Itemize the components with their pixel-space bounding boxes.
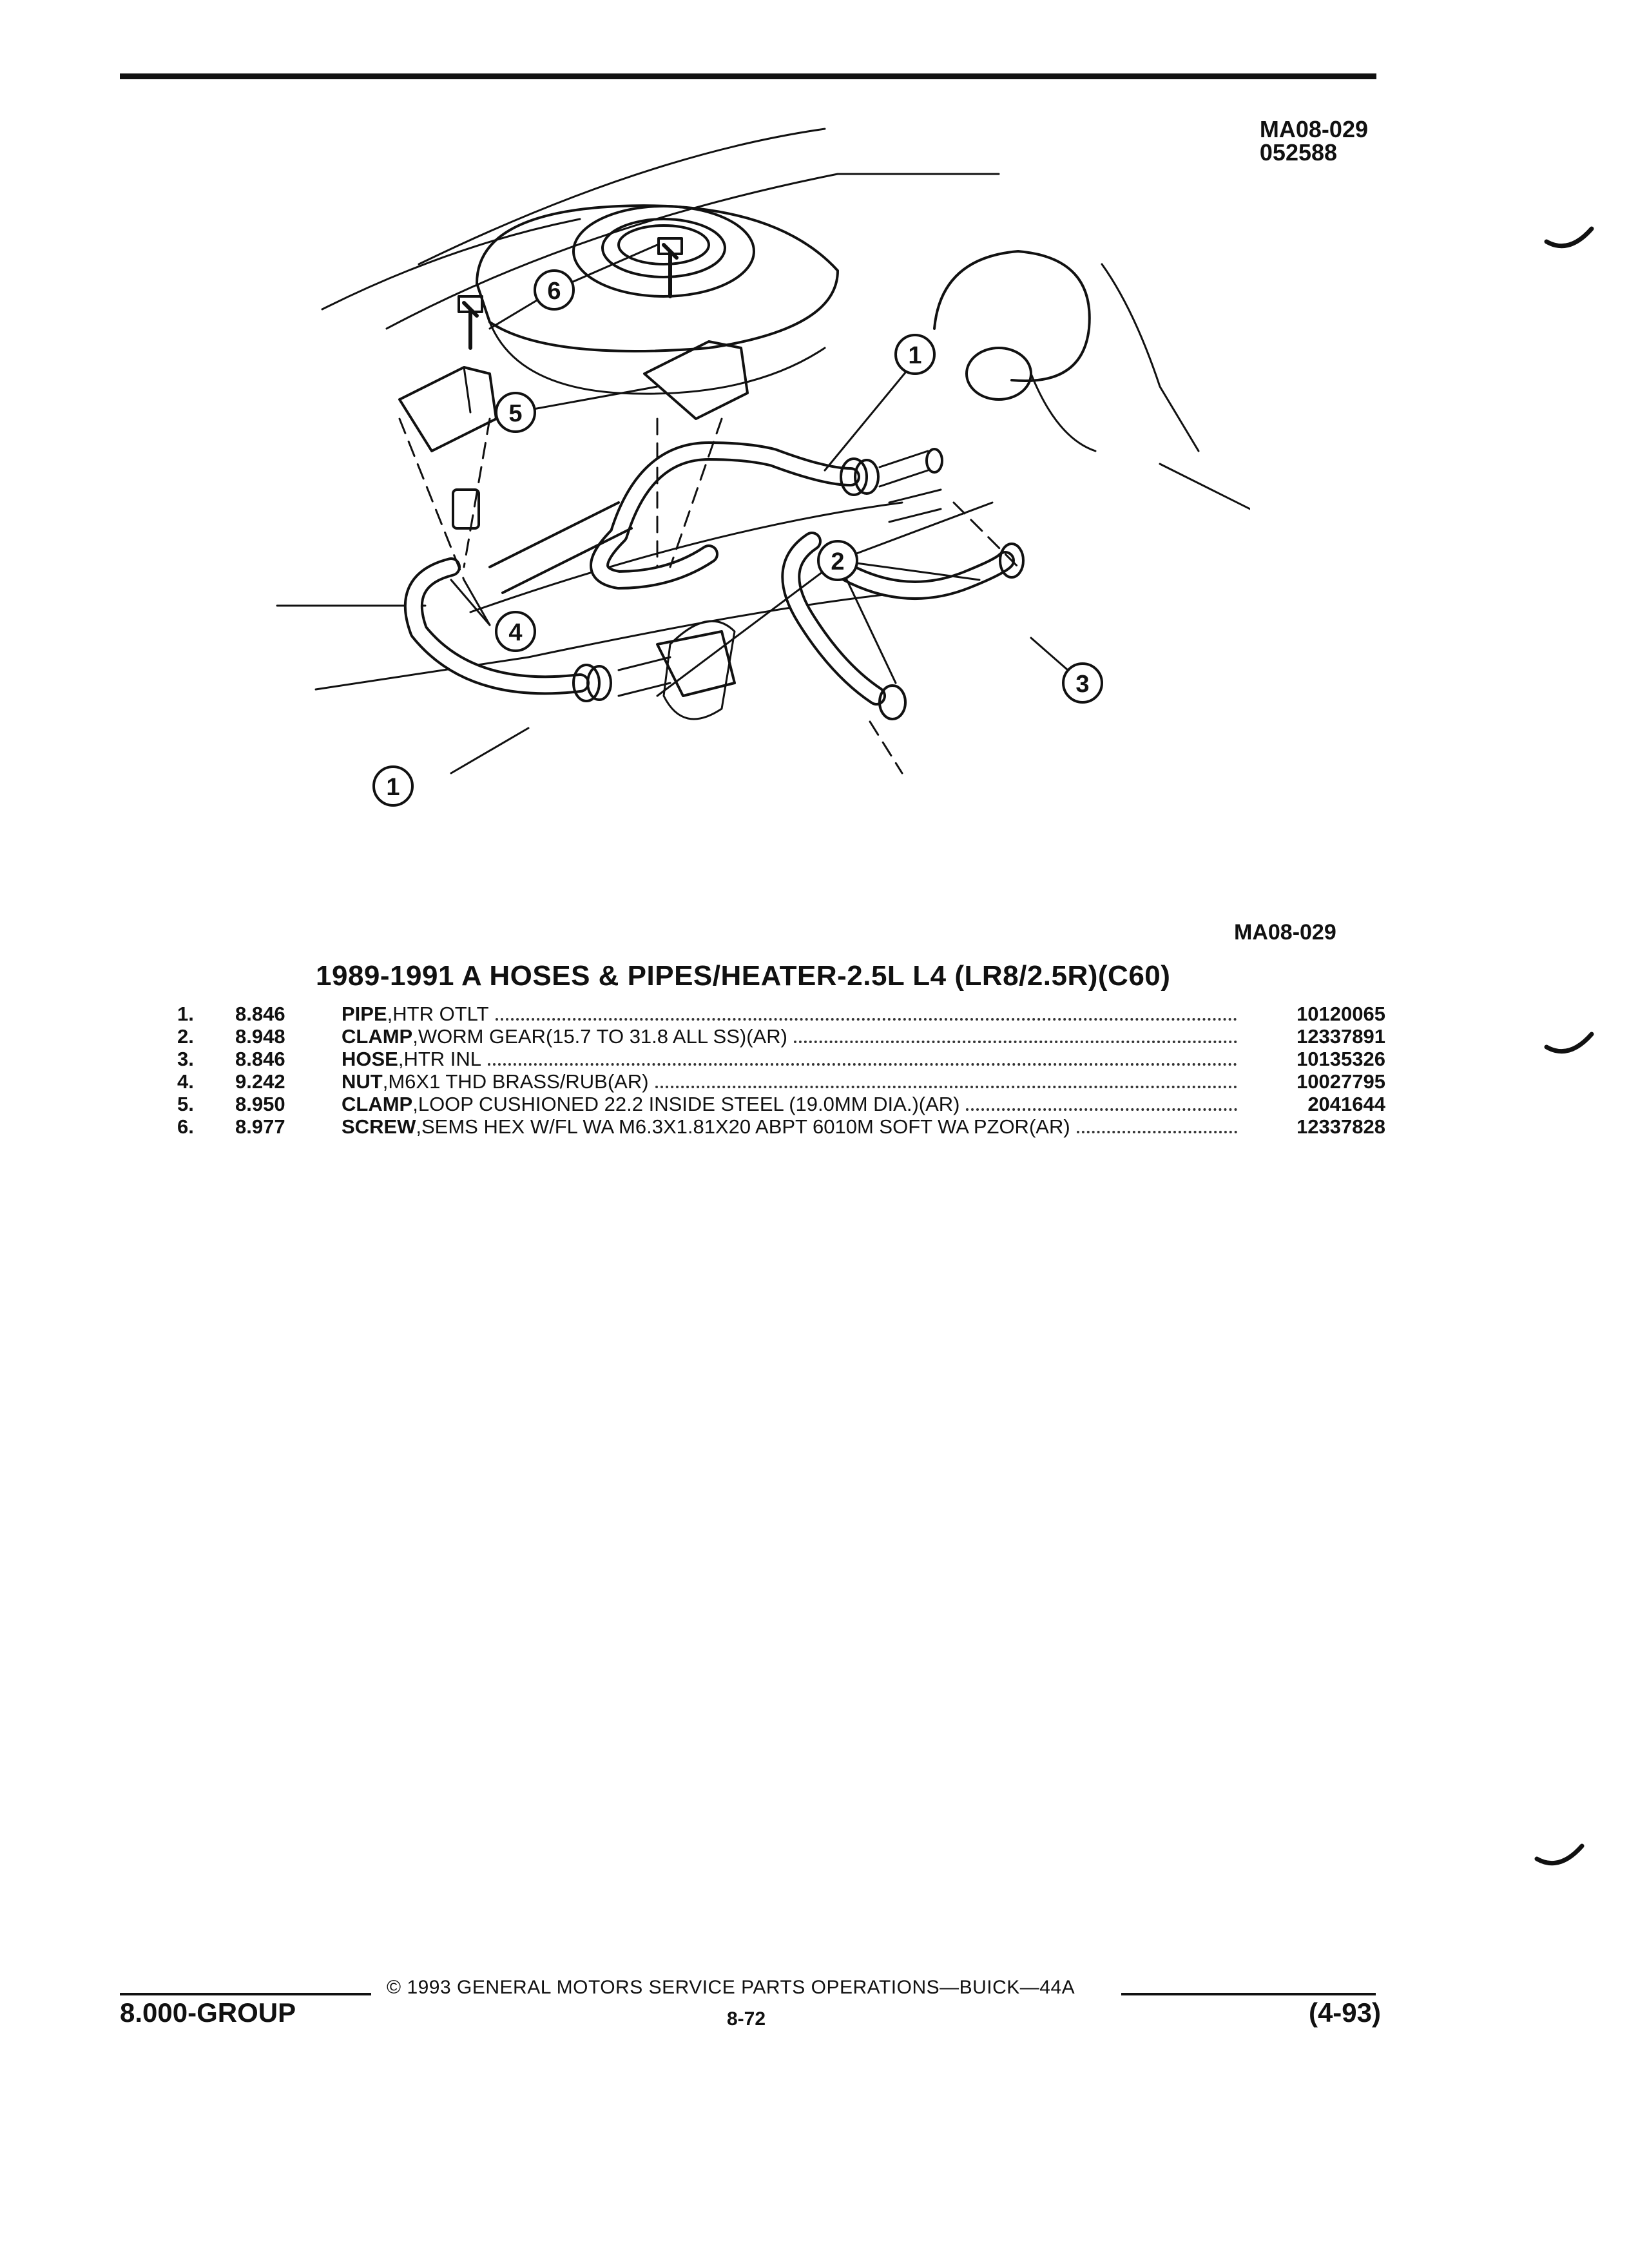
callout-1-upper: 1 xyxy=(894,334,936,375)
part-description: SCREW,SEMS HEX W/FL WA M6.3X1.81X20 ABPT… xyxy=(342,1115,1244,1139)
part-number: 10120065 xyxy=(1296,1003,1385,1025)
group-code: 8.950 xyxy=(235,1093,285,1115)
part-number: 10027795 xyxy=(1296,1070,1385,1093)
callout-5: 5 xyxy=(495,392,536,433)
callout-4: 4 xyxy=(495,611,536,652)
part-name: CLAMP xyxy=(342,1025,413,1048)
part-name: PIPE xyxy=(342,1003,387,1025)
parts-row: 2. 8.948 CLAMP,WORM GEAR(15.7 TO 31.8 AL… xyxy=(177,1025,1385,1048)
group-code: 8.977 xyxy=(235,1115,285,1138)
item-number: 4. xyxy=(177,1070,194,1093)
figure-code: MA08-029 xyxy=(1259,116,1368,142)
svg-text:6: 6 xyxy=(547,278,561,305)
dot-leader xyxy=(966,1108,1237,1111)
item-number: 6. xyxy=(177,1115,194,1138)
group-code: 8.846 xyxy=(235,1048,285,1070)
part-detail: ,WORM GEAR(15.7 TO 31.8 ALL SS)(AR) xyxy=(412,1025,787,1048)
parts-row: 3. 8.846 HOSE,HTR INL 10135326 xyxy=(177,1048,1385,1070)
part-description: NUT,M6X1 THD BRASS/RUB(AR) xyxy=(342,1070,1244,1093)
parts-row: 1. 8.846 PIPE,HTR OTLT 10120065 xyxy=(177,1003,1385,1025)
part-detail: ,M6X1 THD BRASS/RUB(AR) xyxy=(382,1070,649,1093)
svg-text:3: 3 xyxy=(1075,671,1089,698)
svg-text:5: 5 xyxy=(508,400,522,427)
exploded-view-diagram: 6 5 4 1 2 3 1 xyxy=(276,128,1250,807)
dot-leader xyxy=(1076,1131,1237,1133)
part-detail: ,HTR INL xyxy=(398,1048,482,1070)
page-number: 8-72 xyxy=(727,2008,766,2030)
dot-leader xyxy=(488,1063,1237,1066)
svg-text:2: 2 xyxy=(831,548,844,575)
diagram-caption: MA08-029 xyxy=(1234,920,1336,945)
parts-row: 5. 8.950 CLAMP,LOOP CUSHIONED 22.2 INSID… xyxy=(177,1093,1385,1115)
parts-row: 6. 8.977 SCREW,SEMS HEX W/FL WA M6.3X1.8… xyxy=(177,1115,1385,1138)
part-description: HOSE,HTR INL xyxy=(342,1048,1244,1071)
part-name: SCREW xyxy=(342,1115,416,1138)
revision-date: (4-93) xyxy=(1308,1997,1381,2028)
group-code: 9.242 xyxy=(235,1070,285,1093)
svg-text:4: 4 xyxy=(508,619,522,646)
binder-mark xyxy=(1544,226,1594,249)
part-description: CLAMP,LOOP CUSHIONED 22.2 INSIDE STEEL (… xyxy=(342,1093,1244,1116)
group-code: 8.948 xyxy=(235,1025,285,1048)
parts-list: 1. 8.846 PIPE,HTR OTLT 10120065 2. 8.948… xyxy=(177,1003,1385,1138)
part-name: CLAMP xyxy=(342,1093,413,1115)
callout-6: 6 xyxy=(534,269,575,311)
part-name: NUT xyxy=(342,1070,383,1093)
group-code: 8.846 xyxy=(235,1003,285,1025)
footer-rule-right xyxy=(1121,1993,1376,1995)
svg-text:1: 1 xyxy=(908,342,921,369)
dot-leader xyxy=(655,1086,1237,1088)
item-number: 5. xyxy=(177,1093,194,1115)
part-description: PIPE,HTR OTLT xyxy=(342,1003,1244,1026)
part-number: 12337891 xyxy=(1296,1025,1385,1048)
top-rule xyxy=(120,73,1376,79)
part-detail: ,HTR OTLT xyxy=(387,1003,489,1025)
item-number: 1. xyxy=(177,1003,194,1025)
callout-1-lower: 1 xyxy=(372,765,414,807)
group-label: 8.000-GROUP xyxy=(120,1997,296,2028)
binder-mark xyxy=(1544,1032,1594,1054)
callout-3: 3 xyxy=(1062,662,1103,704)
copyright-line: © 1993 GENERAL MOTORS SERVICE PARTS OPER… xyxy=(387,1977,1075,1998)
footer-rule-left xyxy=(120,1993,371,1995)
part-number: 12337828 xyxy=(1296,1115,1385,1138)
item-number: 2. xyxy=(177,1025,194,1048)
item-number: 3. xyxy=(177,1048,194,1070)
part-number: 2041644 xyxy=(1307,1093,1385,1115)
figure-date: 052588 xyxy=(1259,139,1338,166)
parts-list-title: 1989-1991 A HOSES & PIPES/HEATER-2.5L L4… xyxy=(316,960,1171,992)
part-detail: ,LOOP CUSHIONED 22.2 INSIDE STEEL (19.0M… xyxy=(412,1093,960,1115)
dot-leader xyxy=(793,1041,1237,1043)
dot-leader xyxy=(495,1018,1237,1021)
part-name: HOSE xyxy=(342,1048,398,1070)
svg-text:1: 1 xyxy=(386,774,400,801)
parts-row: 4. 9.242 NUT,M6X1 THD BRASS/RUB(AR) 1002… xyxy=(177,1070,1385,1093)
binder-mark xyxy=(1534,1843,1585,1866)
part-description: CLAMP,WORM GEAR(15.7 TO 31.8 ALL SS)(AR) xyxy=(342,1025,1244,1048)
figure-reference: MA08-029 052588 xyxy=(1260,118,1368,164)
part-detail: ,SEMS HEX W/FL WA M6.3X1.81X20 ABPT 6010… xyxy=(416,1115,1070,1138)
part-number: 10135326 xyxy=(1296,1048,1385,1070)
callout-2: 2 xyxy=(817,540,858,581)
